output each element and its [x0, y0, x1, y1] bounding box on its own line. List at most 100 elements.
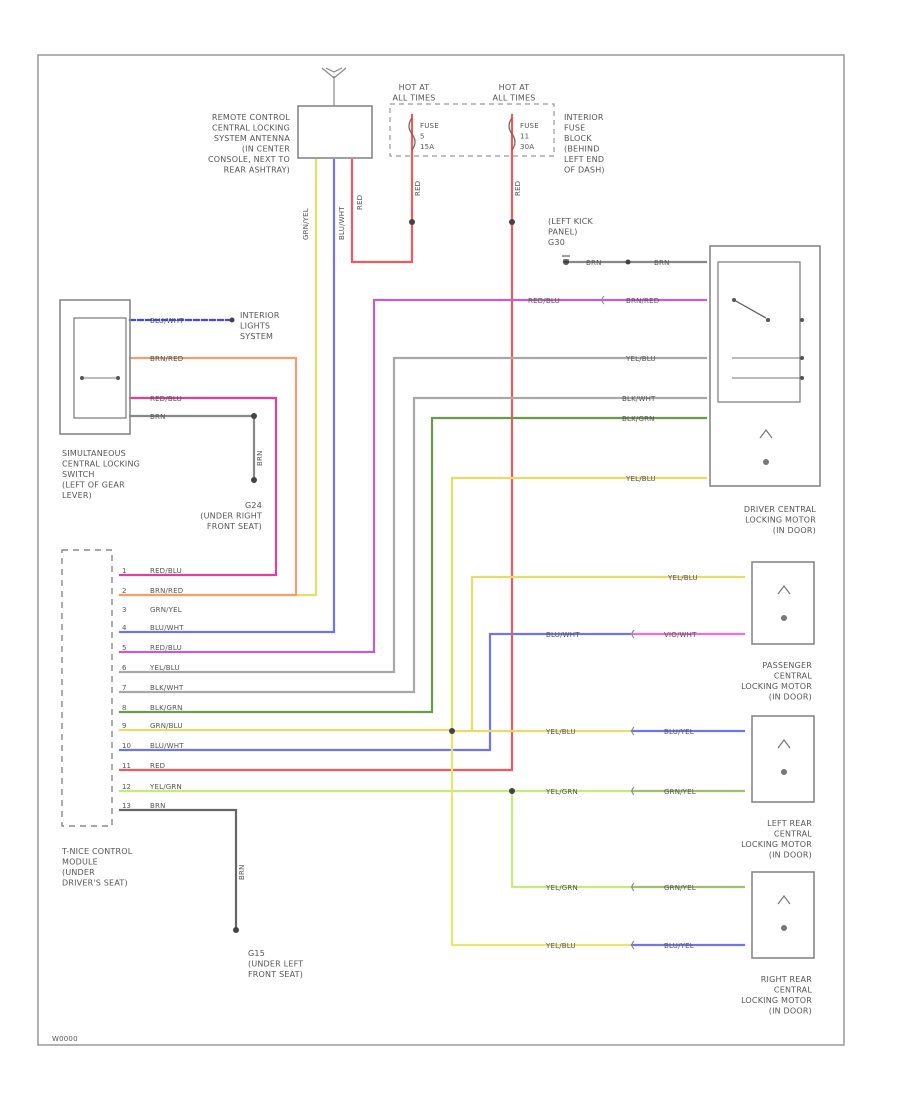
module-wire-label: BLK/GRN — [150, 704, 183, 712]
wl-rr-grnyel: GRN/YEL — [664, 884, 696, 892]
wl-sw-blu: BLU/WHT — [150, 317, 184, 325]
wl-lr-grnyel: GRN/YEL — [664, 788, 696, 796]
driver-motor — [709, 245, 821, 487]
module-wire-label: GRN/BLU — [150, 722, 183, 730]
wl-lr-bluyel: BLU/YEL — [664, 728, 694, 736]
label-line: LEFT END — [564, 155, 604, 164]
module-pin-number: 6 — [122, 664, 127, 672]
label-line: G15 — [248, 949, 265, 958]
wl-g24: BRN — [256, 450, 264, 466]
label-line: INTERIOR — [564, 113, 604, 122]
label-line: (BEHIND — [564, 145, 600, 154]
wl-dr-blkgrn: BLK/GRN — [622, 415, 655, 423]
wl-dr-yelblu: YEL/BLU — [625, 355, 656, 363]
module-pin-number: 4 — [122, 624, 127, 632]
label-line: CENTRAL LOCKING — [62, 460, 140, 469]
label-line: SIMULTANEOUS — [62, 449, 126, 458]
module-pin-number: 2 — [122, 587, 126, 595]
wl-dr-brnred: BRN/RED — [626, 297, 659, 305]
label-line: 30A — [520, 143, 534, 151]
wl-rr-bluyel: BLU/YEL — [664, 942, 694, 950]
wl-sw-brn2: BRN — [150, 413, 166, 421]
label-line: (IN DOOR) — [769, 1007, 812, 1016]
label-line: PASSENGER — [762, 661, 812, 670]
wire-module-ground — [118, 808, 238, 932]
label-line: DRIVER CENTRAL — [744, 505, 817, 514]
central-locking-switch — [59, 299, 131, 435]
wires — [118, 113, 746, 947]
wl-g15: BRN — [238, 864, 246, 880]
wl-dr-blkwht: BLK/WHT — [622, 395, 656, 403]
module-pin-number: 9 — [122, 722, 126, 730]
module-wire-label: BLU/WHT — [150, 742, 184, 750]
label-line: CENTRAL — [774, 986, 812, 995]
wire-rightrear-yellow — [450, 728, 632, 947]
label-line: (UNDER LEFT — [248, 960, 303, 969]
wl-antenna-2: BLU/WHT — [338, 206, 346, 240]
wire-driver-gray2 — [118, 396, 708, 694]
label-line: FUSE — [564, 124, 585, 133]
wl-dr-ground2: BRN — [654, 259, 670, 267]
fuse-block — [389, 103, 555, 157]
label-line: (IN CENTER — [242, 145, 290, 154]
label-line: LEFT REAR — [767, 819, 812, 828]
module-wire-label: RED/BLU — [150, 644, 182, 652]
module-wire-label: RED/BLU — [150, 567, 182, 575]
label-line: (IN DOOR) — [769, 851, 812, 860]
label-line: RIGHT REAR — [761, 975, 812, 984]
diagram-frame — [37, 54, 845, 1046]
wl-sw-red: RED/BLU — [150, 395, 182, 403]
label-line: OF DASH) — [564, 166, 605, 175]
label-line: LOCKING MOTOR — [741, 682, 812, 691]
label-line: BLOCK — [564, 134, 592, 143]
label-line: CENTRAL — [774, 830, 812, 839]
wl-ps-viowht: VIO/WHT — [664, 631, 697, 639]
kick-panel-label: (LEFT KICK PANEL)G30 — [548, 217, 594, 247]
wl-lr-yelblu: YEL/BLU — [545, 728, 576, 736]
module-pin-number: 3 — [122, 606, 126, 614]
wl-rr-yelblu: YEL/BLU — [545, 942, 576, 950]
label-line: LOCKING MOTOR — [741, 996, 812, 1005]
label-line: REAR ASHTRAY) — [224, 166, 290, 175]
wl-lr-yelgrn: YEL/GRN — [545, 788, 578, 796]
label-line: SWITCH — [62, 470, 95, 479]
wl-fuse5: RED — [414, 181, 422, 196]
label-line: ALL TIMES — [492, 94, 535, 103]
wl-rr-yelgrn: YEL/GRN — [545, 884, 578, 892]
wire-rightrear-lime — [510, 789, 632, 889]
right-rear-motor — [751, 871, 815, 959]
wire-switch-orange — [118, 356, 298, 597]
label-line: PANEL) — [548, 228, 578, 237]
label-line: (UNDER — [62, 868, 95, 877]
wl-dr-yelblu3: YEL/BLU — [625, 475, 656, 483]
label-line: DRIVER'S SEAT) — [62, 879, 128, 888]
label-line: CONSOLE, NEXT TO — [208, 155, 290, 164]
module-wire-label: YEL/GRN — [149, 783, 182, 791]
wl-ps-bluwht: BLU/WHT — [546, 631, 580, 639]
label-line: (UNDER RIGHT — [200, 512, 262, 521]
wl-antenna-3: RED — [356, 195, 364, 210]
wire-antenna-red — [350, 158, 414, 264]
wire-passenger-yellow — [470, 575, 746, 732]
label-line: (LEFT OF GEAR — [62, 481, 125, 490]
module-wire-label: BLU/WHT — [150, 624, 184, 632]
antenna-component — [297, 67, 373, 159]
label-line: G30 — [548, 238, 565, 247]
connector-marks — [601, 295, 635, 950]
module-pin-number: 8 — [122, 704, 126, 712]
label-line: ALL TIMES — [392, 94, 435, 103]
label-line: (LEFT KICK — [548, 217, 594, 226]
wire-passenger-blue — [118, 632, 632, 752]
footer-id: W0000 — [52, 1035, 78, 1043]
label-line: (IN DOOR) — [773, 526, 816, 535]
